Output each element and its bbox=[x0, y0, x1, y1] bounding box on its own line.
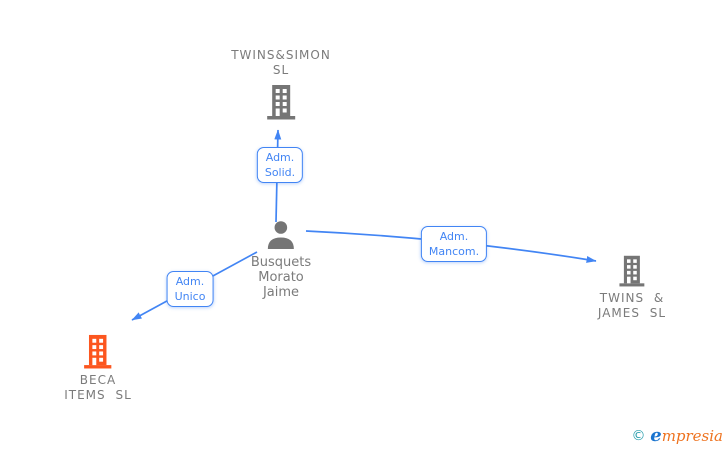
person-name-line3: Jaime bbox=[262, 285, 300, 300]
edge-label-line1: Adm. bbox=[439, 230, 469, 243]
edge-label-line1: Adm. bbox=[265, 151, 295, 164]
company-name: TWINS&SIMON SL bbox=[231, 48, 331, 78]
brand-initial: e bbox=[650, 425, 662, 446]
edge-label-line2: Unico bbox=[174, 290, 206, 303]
brand-name: mpresia bbox=[661, 427, 723, 445]
company-name: TWINS & JAMES SL bbox=[598, 291, 666, 321]
company-name-line2: ITEMS SL bbox=[64, 388, 132, 402]
building-icon-highlighted bbox=[84, 334, 112, 369]
company-name-line1: TWINS & bbox=[599, 291, 665, 305]
edge-label-adm-solid: Adm. Solid. bbox=[256, 147, 304, 183]
edge-label-line1: Adm. bbox=[175, 275, 205, 288]
edge-label-line2: Solid. bbox=[264, 166, 296, 179]
company-name-line1: TWINS&SIMON bbox=[231, 48, 331, 62]
person-node-busquets[interactable]: Busquets Morato Jaime bbox=[251, 219, 311, 300]
copyright-icon: © bbox=[631, 428, 646, 444]
building-icon bbox=[267, 85, 295, 120]
edge-label-adm-unico: Adm. Unico bbox=[166, 271, 214, 307]
company-node-twins-simon[interactable]: TWINS&SIMON SL bbox=[231, 48, 331, 120]
edge-label-adm-mancom: Adm. Mancom. bbox=[420, 226, 488, 262]
company-name-line2: JAMES SL bbox=[597, 306, 667, 320]
company-name: BECA ITEMS SL bbox=[64, 373, 132, 403]
person-name: Busquets Morato Jaime bbox=[251, 255, 311, 300]
company-node-twins-james[interactable]: TWINS & JAMES SL bbox=[598, 253, 666, 321]
person-name-line1: Busquets bbox=[250, 255, 312, 270]
company-name-line1: BECA bbox=[79, 373, 117, 387]
company-name-line2: SL bbox=[272, 63, 290, 77]
company-node-beca-items[interactable]: BECA ITEMS SL bbox=[64, 332, 132, 403]
person-name-line2: Morato bbox=[258, 270, 304, 285]
edge-label-line2: Mancom. bbox=[428, 245, 480, 258]
empresia-logo[interactable]: © empresia bbox=[631, 425, 723, 446]
person-icon bbox=[267, 221, 294, 249]
building-icon bbox=[619, 255, 645, 287]
